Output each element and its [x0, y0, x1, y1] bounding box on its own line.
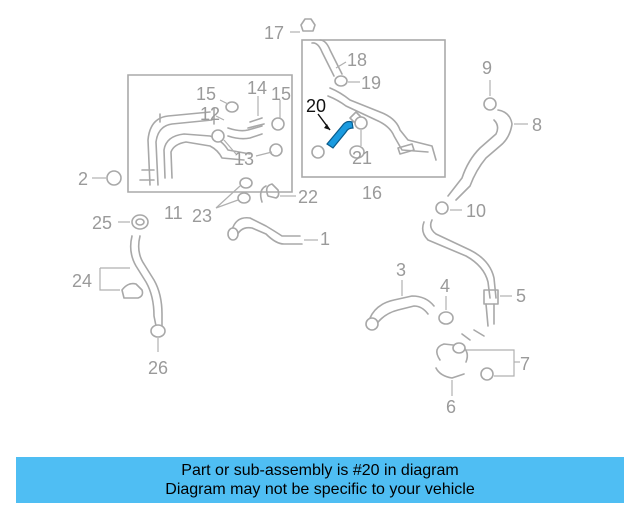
part-14-hose: 14: [247, 78, 267, 129]
callout-10: 10: [466, 201, 486, 221]
part-5-pipe: 5: [421, 219, 526, 327]
part-21-clamp: 21: [311, 116, 372, 168]
part-10-clamp: 10: [435, 201, 486, 221]
callout-16: 16: [362, 183, 382, 203]
part-24-hose: 24: [72, 235, 163, 327]
callout-15b: 15: [271, 84, 291, 104]
callout-20: 20: [306, 96, 326, 116]
part-22-hose: 22: [259, 183, 318, 207]
callout-2: 2: [78, 169, 88, 189]
callout-11: 11: [164, 203, 183, 223]
callout-18: 18: [347, 50, 367, 70]
callout-13: 13: [234, 149, 254, 169]
banner-line-disclaimer: Diagram may not be specific to your vehi…: [165, 481, 475, 498]
callout-25: 25: [92, 213, 112, 233]
part-11-pipe-assembly: [139, 107, 251, 186]
part-26-clamp: 26: [148, 324, 168, 378]
callout-21: 21: [352, 148, 372, 168]
callout-24: 24: [72, 271, 92, 291]
callout-8: 8: [532, 115, 542, 135]
callout-5: 5: [516, 286, 526, 306]
parts-diagram: 17 18 19 21 20 16: [72, 18, 542, 417]
part-20-hose-highlighted: 20: [306, 96, 354, 149]
part-18-hose: 18: [311, 39, 367, 77]
part-15-clamps: 15 15: [196, 84, 291, 131]
info-banner: Part or sub-assembly is #20 in diagram D…: [16, 457, 624, 503]
part-17: 17: [264, 18, 316, 43]
callout-17: 17: [264, 23, 284, 43]
part-7-clamps: 7: [452, 342, 530, 381]
callout-1: 1: [320, 229, 330, 249]
part-23-clamps: 23: [192, 177, 253, 226]
part-9-clamp: 9: [482, 58, 497, 111]
callout-19: 19: [361, 73, 381, 93]
callout-7: 7: [520, 354, 530, 374]
part-2: 2: [78, 169, 122, 189]
part-6-hose: 6: [435, 329, 485, 417]
part-8-hose: 8: [447, 109, 542, 201]
callout-26: 26: [148, 358, 168, 378]
part-19-clamp: 19: [334, 73, 381, 93]
callout-22: 22: [298, 187, 318, 207]
part-12-hose: 12: [200, 104, 263, 140]
part-13-clamps: 13: [211, 129, 283, 169]
callout-12: 12: [200, 104, 220, 124]
group-box-16: [301, 39, 446, 178]
part-25-cap: 25: [92, 213, 149, 233]
callout-3: 3: [396, 260, 406, 280]
callout-23: 23: [192, 206, 212, 226]
callout-6: 6: [446, 397, 456, 417]
callout-4: 4: [440, 276, 450, 296]
callout-15a: 15: [196, 84, 216, 104]
group-box-11: [127, 74, 293, 193]
callout-14: 14: [247, 78, 267, 98]
callout-9: 9: [482, 58, 492, 78]
banner-line-part: Part or sub-assembly is #20 in diagram: [181, 462, 459, 479]
part-4-clamp: 4: [438, 276, 454, 325]
part-3-hose: 3: [365, 260, 435, 331]
part-1-hose: 1: [227, 216, 330, 249]
